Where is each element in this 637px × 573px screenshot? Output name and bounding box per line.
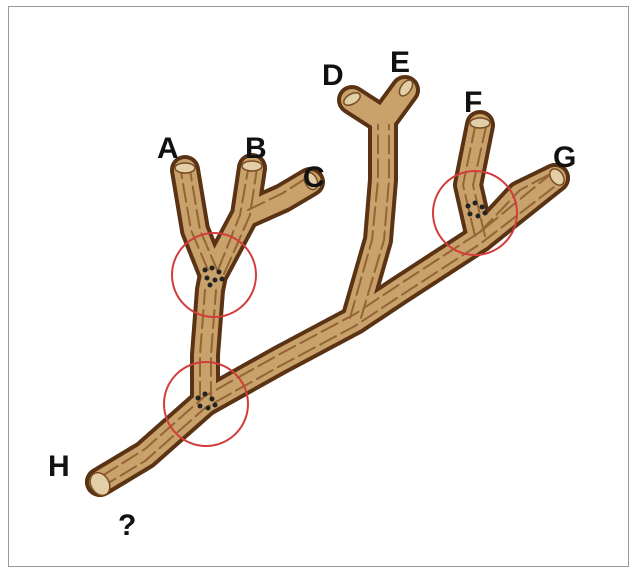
label-A: A [157,132,179,165]
label-H: H [48,450,70,483]
label-D: D [322,59,344,92]
label-E: E [390,46,410,79]
label-root-question: ? [118,509,136,542]
label-B: B [245,132,267,165]
label-G: G [553,141,576,174]
label-F: F [464,86,482,119]
label-C: C [303,161,325,194]
